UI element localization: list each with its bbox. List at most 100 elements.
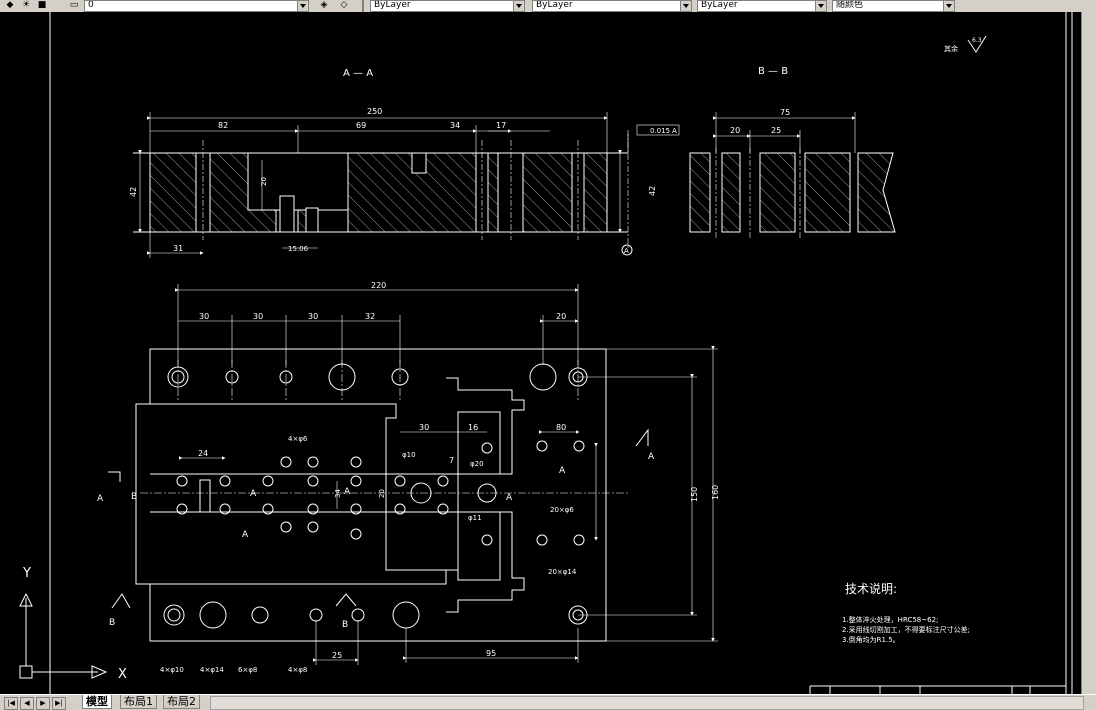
section-label-a-plan-4: A — [506, 493, 513, 503]
linetype-combo[interactable]: ByLayer — [532, 0, 692, 12]
layer-color-icon[interactable]: ■ — [37, 0, 47, 10]
layer-lock-icon[interactable]: ☀ — [21, 0, 31, 10]
section-label-a-left: A — [97, 494, 104, 504]
dim-plan-20r: 20 — [556, 312, 566, 321]
dim-aa-34: 34 — [450, 121, 460, 130]
section-label-a-plan-2: A — [344, 487, 351, 497]
dim-bb-overall: 75 — [780, 108, 790, 117]
layer-manager-icon[interactable]: ▭ — [69, 0, 79, 10]
tolerance-value: 0.015 — [650, 127, 670, 135]
drawing-svg[interactable]: A — A — [0, 12, 1082, 694]
section-bb: B — B 75 20 25 — [689, 66, 896, 240]
dim-aa-17: 17 — [496, 121, 506, 130]
section-bb-hatch — [689, 152, 896, 233]
dim-plan-7: 7 — [449, 456, 454, 465]
section-label-a-plan-5: A — [559, 466, 566, 476]
tech-note-1: 1.整体淬火处理，HRC58~62; — [842, 616, 939, 624]
last-tab-icon[interactable]: ▶| — [52, 697, 66, 710]
dim-plan-4x14: 4×φ14 — [200, 666, 224, 674]
dim-plan-20x6: 20×φ6 — [550, 506, 574, 514]
dim-plan-phi20: φ20 — [470, 460, 484, 468]
layer-combo[interactable]: 0 — [84, 0, 309, 12]
chevron-down-icon — [680, 1, 691, 11]
section-label-a-plan-3: A — [242, 530, 249, 540]
dim-aa-20: 20 — [260, 177, 268, 186]
dim-aa-31: 31 — [173, 244, 183, 253]
dim-aa-42-right: 42 — [648, 186, 657, 196]
dim-plan-25: 25 — [332, 651, 342, 660]
section-label-b-plan: B — [131, 492, 137, 502]
dim-plan-34s: 34 — [334, 489, 342, 498]
tech-note-2: 2.采用线切割加工，不得要标注尺寸公差; — [842, 626, 971, 634]
layer-state-icon[interactable]: ◆ — [6, 0, 14, 10]
section-aa-hatch — [149, 152, 608, 233]
dim-plan-20x14: 20×φ14 — [548, 568, 577, 576]
section-markers — [108, 428, 649, 609]
section-aa-title: A — A — [343, 68, 373, 79]
tech-notes-title: 技术说明: — [845, 582, 898, 596]
dim-plan-160: 160 — [711, 485, 720, 500]
tab-model[interactable]: 模型 — [82, 695, 112, 709]
dim-plan-20s: 20 — [378, 489, 386, 498]
horizontal-scrollbar[interactable] — [210, 696, 1084, 710]
dim-plan-phi10: φ10 — [402, 451, 416, 459]
lineweight-combo[interactable]: ByLayer — [697, 0, 827, 12]
ucs-icon — [19, 592, 108, 679]
color-combo-value: ByLayer — [374, 0, 411, 10]
dim-aa-overall: 250 — [367, 107, 382, 116]
section-label-a-right: A — [648, 452, 655, 462]
chevron-down-icon — [297, 1, 308, 11]
ucs-y-label: Y — [22, 566, 31, 581]
dim-plan-4x8: 4×φ8 — [288, 666, 307, 674]
first-tab-icon[interactable]: |◀ — [4, 697, 18, 710]
color-combo[interactable]: ByLayer — [370, 0, 525, 12]
dim-plan-30b: 30 — [253, 312, 263, 321]
plan-view — [135, 348, 607, 642]
dim-aa-69: 69 — [356, 121, 366, 130]
drawing-frame — [49, 12, 1073, 694]
tab-layout2[interactable]: 布局2 — [163, 695, 200, 709]
dim-plan-95: 95 — [486, 649, 496, 658]
datum-label: A — [624, 247, 629, 255]
prev-tab-icon[interactable]: ◀ — [20, 697, 34, 710]
vertical-scrollbar[interactable] — [1081, 12, 1096, 694]
dim-plan-30c: 30 — [308, 312, 318, 321]
lineweight-combo-value: ByLayer — [701, 0, 738, 10]
plotstyle-combo[interactable]: 随颜色 — [832, 0, 955, 12]
next-tab-icon[interactable]: ▶ — [36, 697, 50, 710]
drawing-canvas[interactable]: A — A — [0, 12, 1096, 694]
ucs-x-label: X — [118, 667, 127, 682]
dim-plan-4x10: 4×φ10 — [160, 666, 184, 674]
dim-plan-30a: 30 — [199, 312, 209, 321]
datum-circle — [621, 244, 633, 256]
surface-note: 其余 — [944, 44, 958, 53]
section-aa: A — A — [129, 68, 680, 258]
dim-plan-16: 16 — [468, 423, 478, 432]
properties-toolbar: ◆ ☀ ■ ▭ 0 ◈ ◇ ByLayer ByLayer ByLayer 随颜… — [0, 0, 1096, 13]
surface-value: 6.3 — [972, 37, 982, 44]
dim-bb-20: 20 — [730, 126, 740, 135]
linetype-combo-value: ByLayer — [536, 0, 573, 10]
tab-layout1[interactable]: 布局1 — [120, 695, 157, 709]
make-current-icon[interactable]: ◈ — [320, 0, 328, 10]
dim-plan-220: 220 — [371, 281, 386, 290]
dim-aa-42-left: 42 — [129, 187, 138, 197]
section-label-b-right: B — [342, 620, 348, 630]
chevron-down-icon — [943, 1, 954, 11]
layer-previous-icon[interactable]: ◇ — [340, 0, 348, 10]
dim-plan-150: 150 — [690, 487, 699, 502]
chevron-down-icon — [815, 1, 826, 11]
section-bb-title: B — B — [758, 66, 788, 77]
plotstyle-combo-value: 随颜色 — [836, 0, 864, 10]
dim-plan-32: 32 — [365, 312, 375, 321]
dim-plan-phi11: φ11 — [468, 514, 482, 522]
tech-note-3: 3.倒角均为R1.5。 — [842, 636, 900, 644]
dim-plan-80: 80 — [556, 423, 566, 432]
dim-plan-4x6: 4×φ6 — [288, 435, 308, 443]
dim-aa-15: 15.06 — [288, 245, 309, 253]
section-label-a-plan-1: A — [250, 489, 257, 499]
chevron-down-icon — [513, 1, 524, 11]
layer-combo-value: 0 — [88, 0, 94, 10]
dim-bb-25: 25 — [771, 126, 781, 135]
layout-tab-bar: |◀ ◀ ▶ ▶| 模型 布局1 布局2 — [0, 694, 1096, 710]
